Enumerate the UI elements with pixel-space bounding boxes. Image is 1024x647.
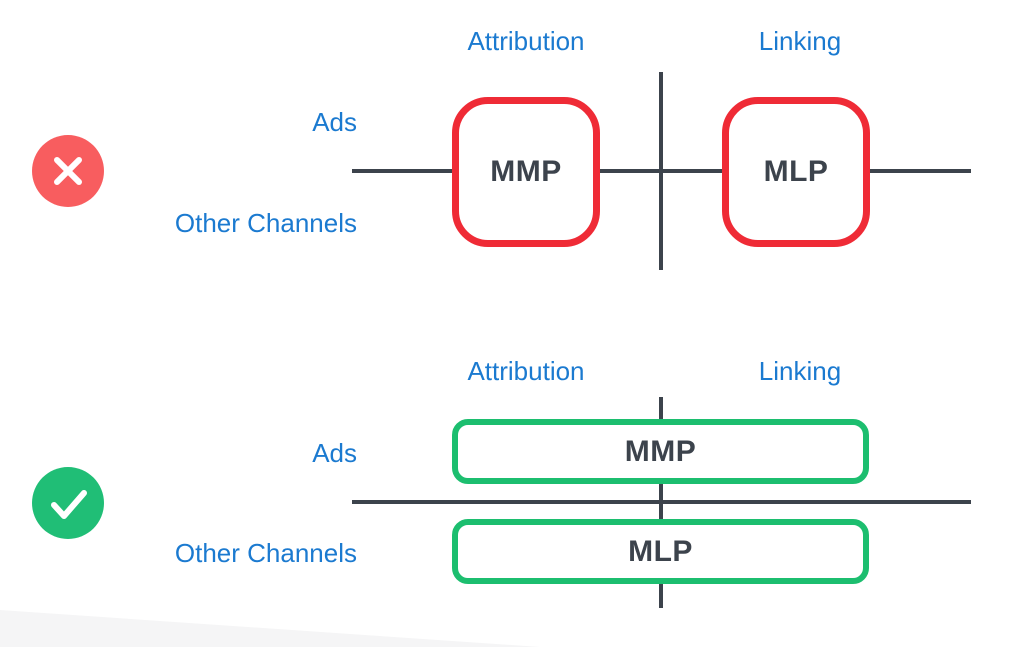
mlp-node-label: MLP [763, 155, 829, 188]
row-label-ads: Ads [312, 438, 357, 468]
row-label-ads: Ads [312, 107, 357, 137]
row-label-other-channels: Other Channels [174, 538, 357, 568]
row-label-other-channels: Other Channels [174, 208, 357, 238]
column-label-attribution: Attribution [467, 26, 585, 56]
check-circle-icon [32, 467, 104, 539]
check-icon [51, 490, 87, 519]
mlp-node-label: MLP [628, 534, 693, 568]
column-label-attribution: Attribution [467, 356, 585, 386]
background-corner-wedge [0, 610, 540, 647]
mmp-node-label: MMP [490, 155, 562, 188]
x-icon [54, 157, 82, 185]
mlp-node: MLP [452, 519, 869, 584]
mmp-node-label: MMP [624, 434, 697, 468]
mmp-node: MMP [452, 97, 600, 247]
attribution-linking-axis-line [659, 397, 663, 608]
column-label-linking: Linking [758, 356, 842, 386]
column-label-linking: Linking [758, 26, 842, 56]
x-circle-icon [32, 135, 104, 207]
mmp-node: MMP [452, 419, 869, 484]
mlp-node: MLP [722, 97, 870, 247]
attribution-linking-divider-line [659, 72, 663, 270]
